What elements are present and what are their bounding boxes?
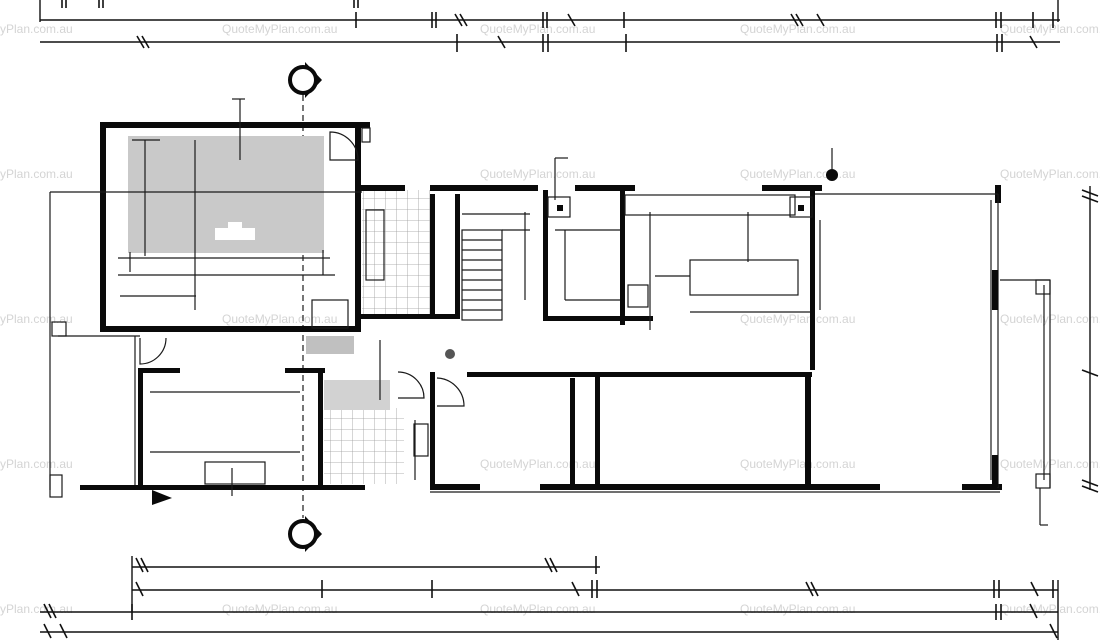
watermark-text: QuoteMyPlan.com.au [480,457,595,471]
watermark-text: yPlan.com.au [0,312,73,326]
watermark-text: QuoteMyPlan.com.au [740,22,855,36]
ceiling-fan-icon [826,169,838,181]
section-marker-icon [288,62,322,98]
laundry-tiles [306,190,460,484]
toilet-icon [311,299,349,329]
watermark-text: QuoteMyPlan.com.au [1000,602,1100,616]
garage-room [49,98,371,490]
kitchen-sink-icon [365,209,385,281]
kitchen-living [355,148,1001,370]
watermark-text: yPlan.com.au [0,167,73,181]
exterior-wall-south [430,484,1002,493]
watermark-text: QuoteMyPlan.com.au [222,602,337,616]
watermark-text: QuoteMyPlan.com.au [740,602,855,616]
watermarks: yPlan.com.au QuoteMyPlan.com.au QuoteMyP… [0,22,1100,616]
top-dimension-lines [39,0,1060,52]
watermark-text: QuoteMyPlan.com.au [1000,22,1100,36]
car-label-box [215,228,255,240]
right-dimension-line [1081,186,1099,493]
watermark-text: QuoteMyPlan.com.au [480,602,595,616]
door-swing-icon [436,377,465,407]
section-marker-icon [288,516,322,552]
watermark-text: yPlan.com.au [0,22,73,36]
stair-icon [461,212,530,321]
living-room-east [815,193,1051,526]
watermark-text: QuoteMyPlan.com.au [740,457,855,471]
bottom-dimension-lines [40,556,1059,640]
watermark-text: QuoteMyPlan.com.au [480,167,595,181]
door-swing-icon [139,337,167,365]
watermark-text: yPlan.com.au [0,602,73,616]
bedroom-left [49,321,365,505]
watermark-text: QuoteMyPlan.com.au [740,312,855,326]
north-arrow-icon [152,490,172,505]
watermark-text: yPlan.com.au [0,457,73,471]
watermark-text: QuoteMyPlan.com.au [222,312,337,326]
watermark-text: QuoteMyPlan.com.au [222,22,337,36]
door-swing-icon [397,371,425,399]
watermark-text: QuoteMyPlan.com.au [1000,167,1100,181]
hallway [379,340,812,490]
watermark-text: QuoteMyPlan.com.au [480,22,595,36]
watermark-text: QuoteMyPlan.com.au [740,167,855,181]
